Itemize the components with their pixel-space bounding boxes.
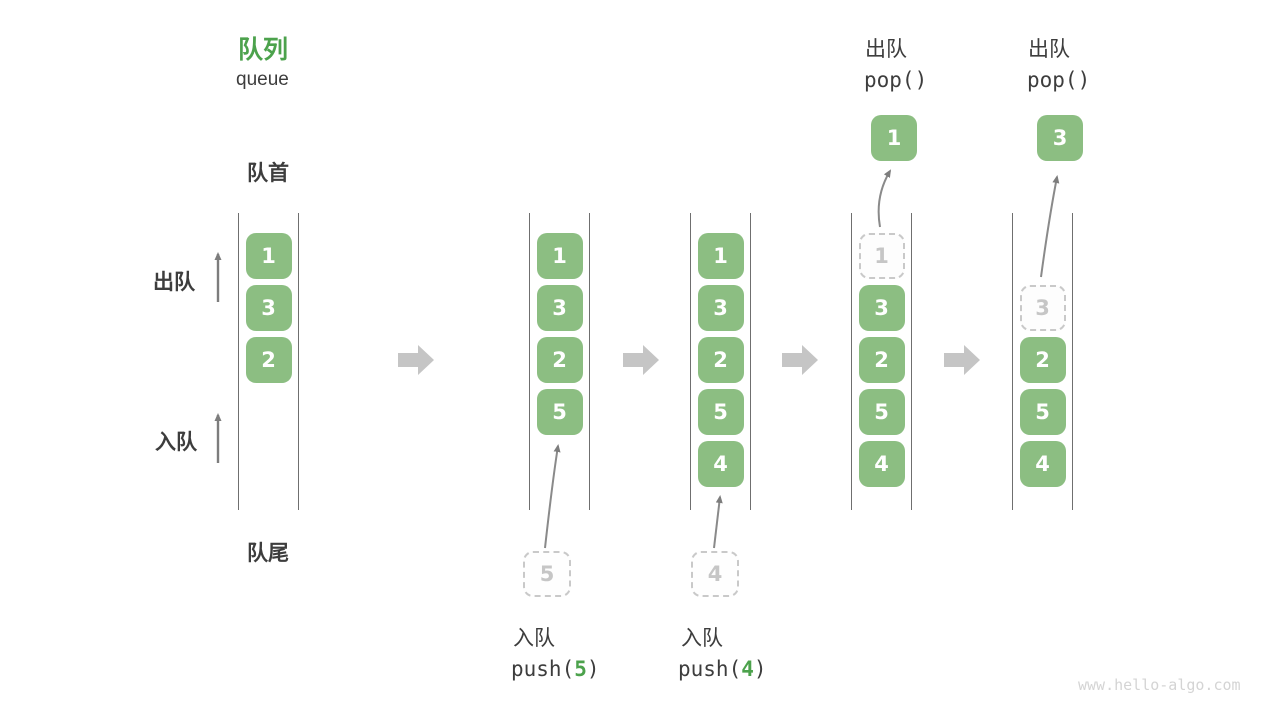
diagram-title-en: queue: [236, 69, 289, 90]
queue-element-box: 5: [858, 389, 905, 435]
code-post: ): [753, 657, 767, 681]
dequeue-op-code: pop(): [1027, 68, 1091, 92]
queue-element-box: 5: [1019, 389, 1066, 435]
queue-element-box: 4: [697, 441, 744, 487]
diagram-title-zh: 队列: [238, 36, 289, 64]
queue-element-box: 3: [858, 285, 905, 331]
queue-column-after-pop-3: 3 2 5 4: [1012, 213, 1073, 510]
queue-element-box: 2: [858, 337, 905, 383]
queue-element-box: 3: [245, 285, 292, 331]
enqueue-op-label: 入队: [513, 627, 555, 650]
dequeue-op-label: 出队: [1028, 38, 1070, 61]
queue-column-initial: 1 3 2: [238, 213, 299, 510]
queue-element-box: 2: [1019, 337, 1066, 383]
queue-element-box: 2: [536, 337, 583, 383]
queue-element-box: 3: [536, 285, 583, 331]
dequeued-slot-box: 3: [1019, 285, 1066, 331]
enqueue-op-code: push(4): [678, 657, 767, 681]
queue-column-after-push-4: 1 3 2 5 4: [690, 213, 751, 510]
queue-element-box: 5: [697, 389, 744, 435]
queue-front-label: 队首: [247, 162, 289, 185]
queue-column-after-push-5: 1 3 2 5: [529, 213, 590, 510]
enqueue-op-label: 入队: [681, 627, 723, 650]
code-arg: 5: [574, 657, 587, 681]
code-arg: 4: [741, 657, 754, 681]
dequeued-slot-box: 1: [858, 233, 905, 279]
site-watermark: www.hello-algo.com: [1078, 676, 1241, 694]
enqueue-direction-label: 入队: [155, 431, 197, 454]
dequeue-direction-label: 出队: [153, 271, 195, 294]
code-pre: push(: [678, 657, 742, 681]
step-arrow-icon: [944, 345, 980, 375]
queue-element-box: 1: [536, 233, 583, 279]
code-post: ): [586, 657, 600, 681]
step-arrow-icon: [623, 345, 659, 375]
step-arrow-icon: [398, 345, 434, 375]
enqueue-ghost-box: 4: [691, 551, 739, 597]
queue-element-box: 4: [1019, 441, 1066, 487]
popped-element-box: 3: [1037, 115, 1083, 161]
code-pre: push(: [511, 657, 575, 681]
enqueue-op-code: push(5): [511, 657, 600, 681]
dequeue-op-label: 出队: [865, 38, 907, 61]
queue-rear-label: 队尾: [247, 542, 289, 565]
queue-element-box: 5: [536, 389, 583, 435]
queue-element-box: 2: [697, 337, 744, 383]
queue-element-box: 4: [858, 441, 905, 487]
queue-column-after-pop-1: 1 3 2 5 4: [851, 213, 912, 510]
popped-element-box: 1: [871, 115, 917, 161]
step-arrow-icon: [782, 345, 818, 375]
queue-element-box: 1: [245, 233, 292, 279]
enqueue-ghost-box: 5: [523, 551, 571, 597]
queue-element-box: 2: [245, 337, 292, 383]
dequeue-op-code: pop(): [864, 68, 928, 92]
queue-element-box: 3: [697, 285, 744, 331]
queue-element-box: 1: [697, 233, 744, 279]
